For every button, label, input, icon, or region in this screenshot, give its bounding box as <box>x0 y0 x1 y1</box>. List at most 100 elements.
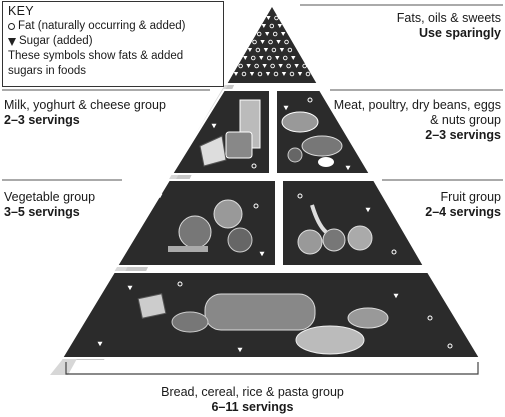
sugar-triangle-icon <box>8 37 16 46</box>
label-vegetable-name: Vegetable group <box>4 190 96 204</box>
label-milk: Milk, yoghurt & cheese group 2–3 serving… <box>4 98 204 128</box>
label-meat-name: Meat, poultry, dry beans, eggs & nuts gr… <box>333 98 501 127</box>
label-milk-name: Milk, yoghurt & cheese group <box>4 98 166 112</box>
sugar-triangle-icon <box>249 72 255 76</box>
fat-circle-icon <box>273 71 279 77</box>
label-fruit: Fruit group 2–4 servings <box>383 190 501 220</box>
fat-circle-icon <box>286 63 291 69</box>
sugar-triangle-icon <box>297 72 303 76</box>
label-fruit-name: Fruit group <box>440 190 501 204</box>
sugar-triangle-icon <box>259 56 264 60</box>
sugar-triangle-icon <box>233 72 239 76</box>
sugar-triangle-icon <box>276 40 281 44</box>
sugar-triangle-icon <box>294 64 299 68</box>
fat-circle-icon <box>289 71 295 77</box>
fat-circle-icon <box>302 63 307 69</box>
label-bread-servings: 6–11 servings <box>211 400 294 414</box>
sugar-triangle-icon <box>243 56 248 60</box>
key-note: These symbols show fats & added sugars i… <box>8 50 184 77</box>
sugar-triangle-icon <box>345 165 351 171</box>
sugar-triangle-icon <box>393 293 399 299</box>
sugar-triangle-icon <box>259 251 265 257</box>
sugar-triangle-icon <box>127 285 133 291</box>
label-fats-servings: Use sparingly <box>419 26 501 40</box>
key-fat-row: Fat (naturally occurring & added) <box>8 19 218 34</box>
label-vegetable-servings: 3–5 servings <box>4 205 80 219</box>
fat-circle-icon <box>195 109 201 115</box>
key-sugar-row: Sugar (added) <box>8 34 218 49</box>
sugar-triangle-icon <box>266 16 271 20</box>
fat-circle-icon <box>391 249 397 255</box>
base-bracket <box>65 362 479 375</box>
symbols-scatter <box>97 97 453 353</box>
fat-circle-icon <box>305 71 311 77</box>
fat-circle-icon <box>8 23 15 30</box>
fat-circle-icon <box>269 23 275 29</box>
sugar-triangle-icon <box>365 207 371 213</box>
fat-circle-icon <box>251 55 256 61</box>
tier-fats <box>224 3 320 85</box>
label-vegetable: Vegetable group 3–5 servings <box>4 190 124 220</box>
label-bread-name: Bread, cereal, rice & pasta group <box>161 385 344 399</box>
fat-circle-icon <box>238 63 243 69</box>
sugar-triangle-icon <box>281 72 287 76</box>
fat-circle-icon <box>270 63 275 69</box>
fat-circle-icon <box>307 97 313 103</box>
symbols-fats-tier <box>233 15 311 77</box>
vegetable-foods-illustration <box>168 199 253 253</box>
sugar-triangle-icon <box>291 56 296 60</box>
fat-circle-icon <box>283 55 288 61</box>
fat-circle-icon <box>241 71 247 77</box>
fat-circle-icon <box>252 39 257 45</box>
fruit-foods-illustration <box>297 204 373 255</box>
sugar-triangle-icon <box>157 193 163 199</box>
fat-circle-icon <box>251 163 257 169</box>
sugar-triangle-icon <box>97 341 103 347</box>
label-meat-servings: 2–3 servings <box>425 128 501 142</box>
label-bread: Bread, cereal, rice & pasta group 6–11 s… <box>0 385 505 415</box>
sugar-triangle-icon <box>275 56 280 60</box>
fat-circle-icon <box>255 47 261 53</box>
sugar-triangle-icon <box>263 48 269 52</box>
sugar-triangle-icon <box>277 24 283 28</box>
fat-circle-icon <box>427 315 433 321</box>
sugar-triangle-icon <box>278 64 283 68</box>
bread-foods-illustration <box>137 293 389 355</box>
fat-circle-icon <box>253 203 259 209</box>
label-fats-name: Fats, oils & sweets <box>396 11 501 25</box>
fat-circle-icon <box>268 39 273 45</box>
fat-circle-icon <box>272 31 278 37</box>
fat-circle-icon <box>137 211 143 217</box>
sugar-triangle-icon <box>279 48 285 52</box>
fat-circle-icon <box>297 193 303 199</box>
fat-circle-icon <box>284 39 289 45</box>
sugar-triangle-icon <box>264 32 270 36</box>
sugar-triangle-icon <box>280 32 286 36</box>
label-meat: Meat, poultry, dry beans, eggs & nuts gr… <box>333 98 501 143</box>
sugar-triangle-icon <box>283 105 289 111</box>
fat-circle-icon <box>274 15 279 21</box>
key-sugar-label: Sugar (added) <box>19 35 93 47</box>
sugar-triangle-icon <box>247 48 253 52</box>
fat-circle-icon <box>267 55 272 61</box>
sugar-triangle-icon <box>211 123 217 129</box>
sugar-triangle-icon <box>237 347 243 353</box>
fat-circle-icon <box>447 343 453 349</box>
label-fruit-servings: 2–4 servings <box>425 205 501 219</box>
fat-circle-icon <box>256 31 262 37</box>
sugar-triangle-icon <box>260 40 265 44</box>
fat-circle-icon <box>177 281 183 287</box>
fat-circle-icon <box>257 71 263 77</box>
key-fat-label: Fat (naturally occurring & added) <box>18 20 186 32</box>
key-title: KEY <box>8 4 34 18</box>
meat-foods-illustration <box>281 111 343 167</box>
fat-circle-icon <box>287 47 293 53</box>
fat-circle-icon <box>254 63 259 69</box>
label-fats: Fats, oils & sweets Use sparingly <box>331 11 501 41</box>
key-box: KEY Fat (naturally occurring & added) Su… <box>2 1 224 87</box>
sugar-triangle-icon <box>265 72 271 76</box>
sugar-triangle-icon <box>261 24 267 28</box>
sugar-triangle-icon <box>262 64 267 68</box>
fat-circle-icon <box>271 47 277 53</box>
